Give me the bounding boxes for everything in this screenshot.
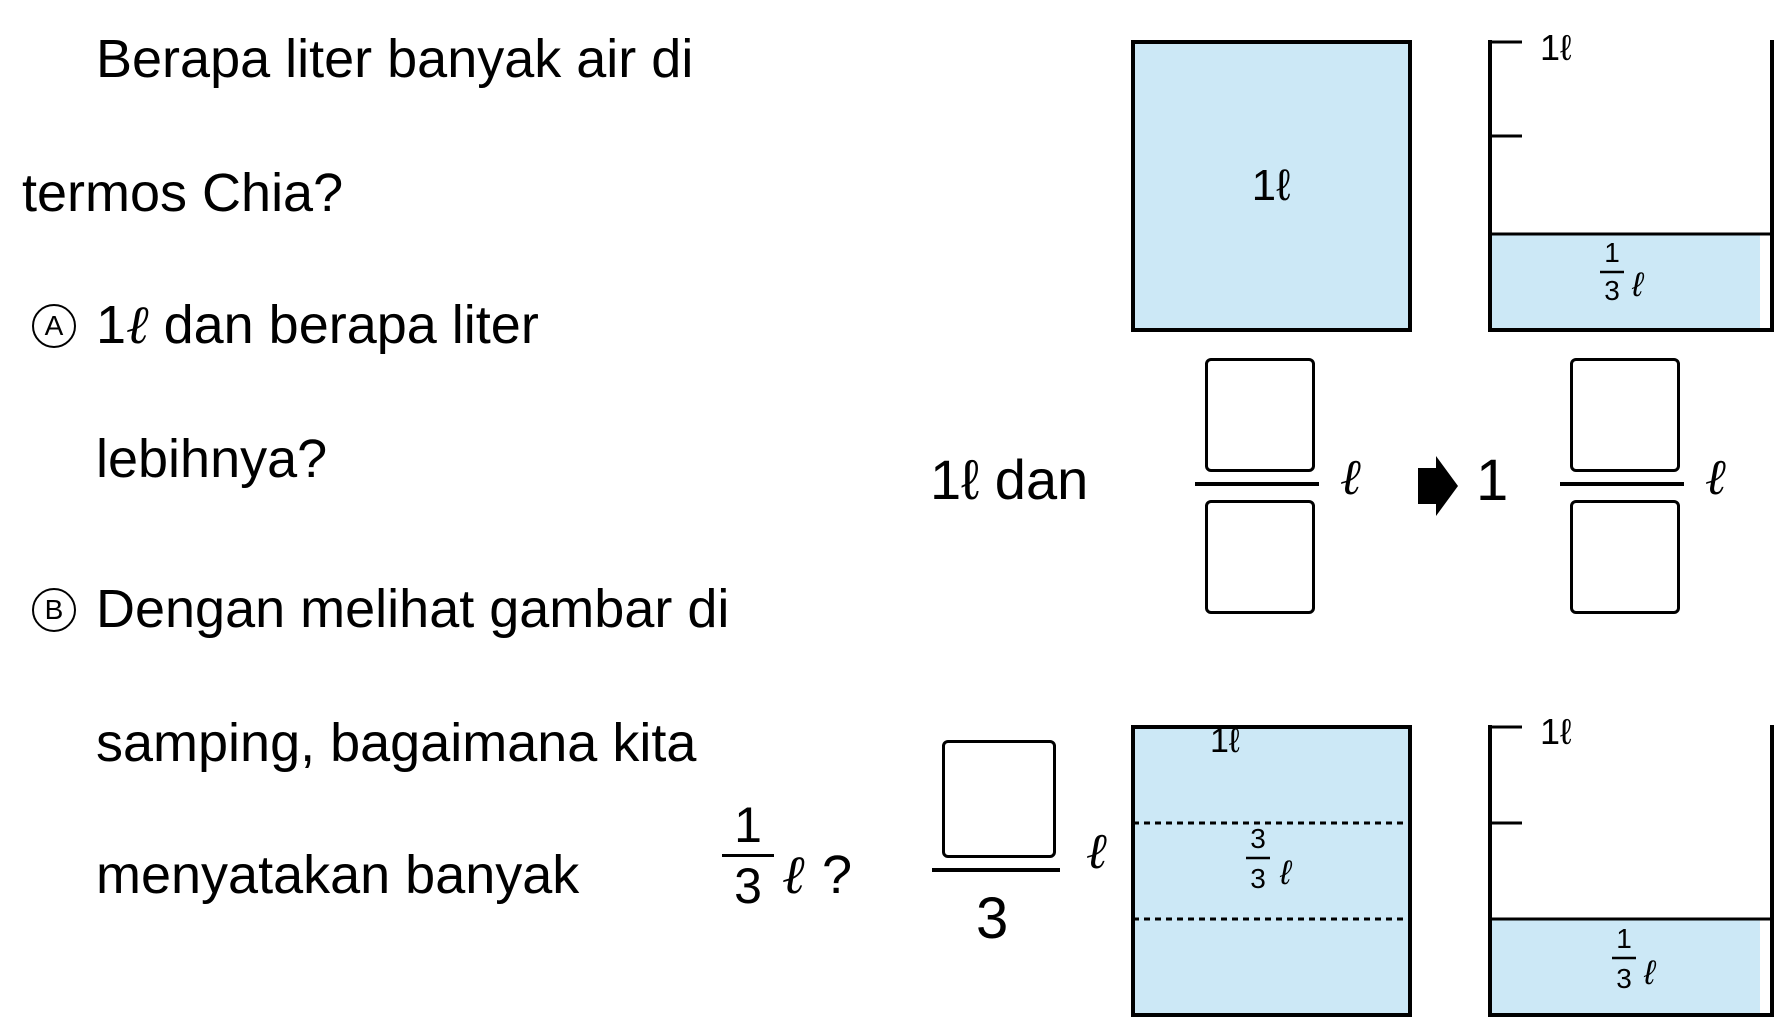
thirds-scale-container-bottom: 1ℓ 1 3 ℓ [1488, 711, 1774, 1017]
partial-unit: ℓ [1631, 266, 1645, 304]
thirds-scale-container-top: 1ℓ 1 3 ℓ [1488, 27, 1774, 332]
fraction-numerator: 1 [734, 797, 762, 853]
fraction-denominator: 3 [734, 858, 762, 914]
divided-liter-container: 1ℓ 3 3 ℓ [1131, 722, 1412, 1017]
thirds-unit: ℓ [1086, 823, 1107, 879]
answer-fraction-bar [1195, 482, 1319, 486]
part-b-line-3: menyatakan banyak [96, 845, 580, 905]
fraction-bar [722, 854, 774, 857]
scale-label: 1ℓ [1540, 711, 1572, 752]
part-b-line-1: Dengan melihat gambar di [96, 579, 730, 639]
answer-prefix: 1ℓ dan [930, 448, 1089, 511]
part-b-fraction: 1 3 [722, 800, 774, 911]
part-a-number: 1 [96, 295, 127, 355]
divided-numerator: 3 [1250, 823, 1266, 854]
part-a-line-1: 1ℓ dan berapa liter [96, 298, 539, 352]
mixed-denominator-box[interactable] [1570, 500, 1680, 614]
mixed-unit: ℓ [1705, 449, 1726, 505]
mixed-numerator-box[interactable] [1570, 358, 1680, 472]
partial-numerator: 1 [1604, 237, 1620, 268]
question-line-2: termos Chia? [22, 163, 344, 223]
partial-denominator: 3 [1604, 275, 1620, 306]
thirds-fraction-bar [932, 868, 1060, 872]
part-b-line-2: samping, bagaimana kita [96, 713, 697, 773]
answer-denominator-box[interactable] [1205, 500, 1315, 614]
right-arrow-icon [1418, 456, 1458, 516]
divided-container-label: 1ℓ [1210, 722, 1240, 760]
thirds-numerator-box[interactable] [942, 740, 1056, 858]
partial-unit: ℓ [1643, 954, 1657, 992]
divided-unit: ℓ [1279, 854, 1293, 892]
question-line-1: Berapa liter banyak air di [96, 29, 694, 89]
part-a-text: dan berapa liter [163, 295, 539, 355]
scale-label: 1ℓ [1540, 27, 1572, 68]
answer-numerator-box[interactable] [1205, 358, 1315, 472]
thirds-denominator: 3 [976, 886, 1009, 951]
mixed-fraction-bar [1560, 482, 1684, 486]
full-container-label: 1ℓ [1252, 161, 1291, 210]
partial-numerator: 1 [1616, 923, 1632, 954]
part-b-unit: ℓ [782, 845, 805, 905]
liter-unit: ℓ [126, 295, 149, 355]
partial-denominator: 3 [1616, 963, 1632, 994]
full-liter-container: 1ℓ [1131, 40, 1412, 332]
divided-denominator: 3 [1250, 863, 1266, 894]
part-b-question-mark: ? [822, 845, 853, 905]
part-a-line-2: lebihnya? [96, 429, 328, 489]
mixed-whole-number: 1 [1476, 448, 1509, 513]
marker-b: B [32, 588, 76, 632]
answer-unit: ℓ [1340, 449, 1361, 505]
marker-a: A [32, 304, 76, 348]
